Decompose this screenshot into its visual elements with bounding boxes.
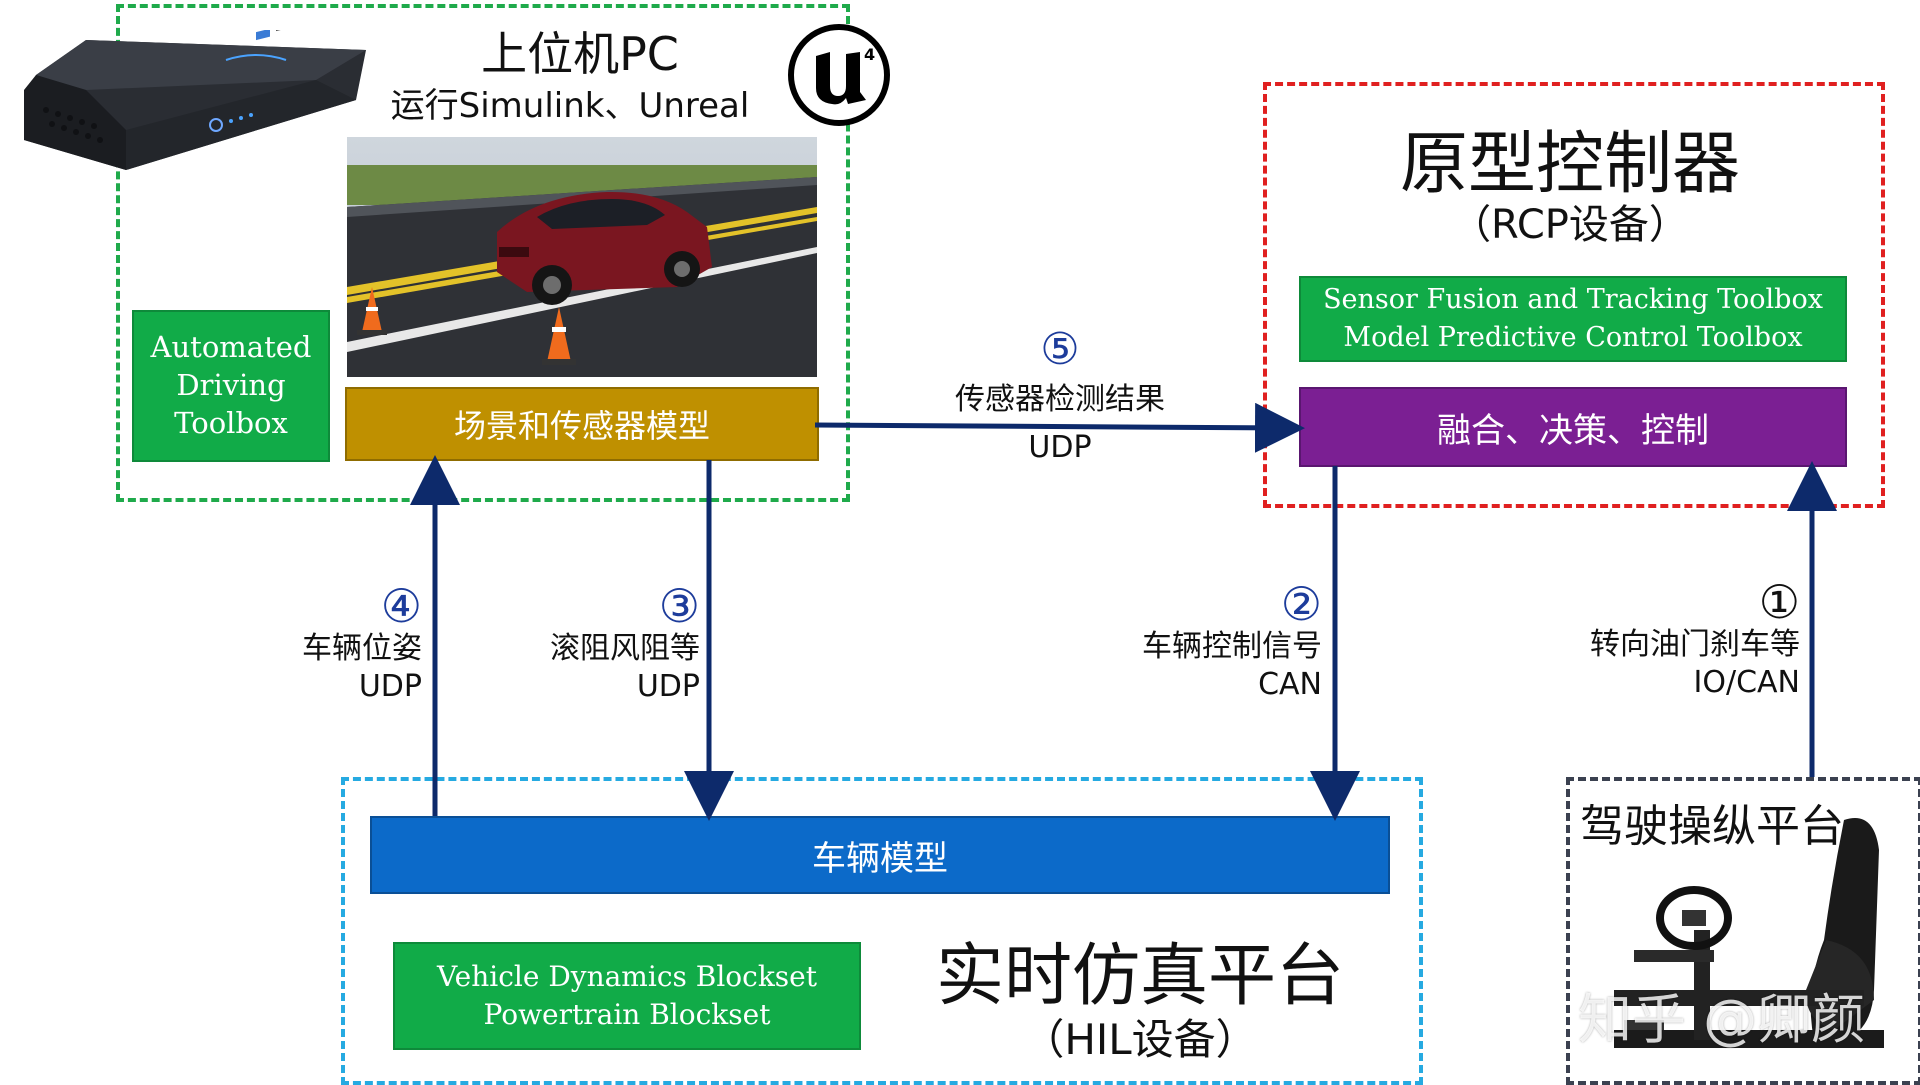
link-1-text: 转向油门刹车等 [1590, 627, 1800, 663]
link-1-number: ① [1758, 575, 1800, 629]
hil-toolbox-label: Vehicle Dynamics Blockset Powertrain Blo… [437, 960, 817, 1031]
automated-driving-toolbox-box: Automated Driving Toolbox [132, 310, 330, 462]
watermark-text: 知乎 @卿颜 [1578, 988, 1866, 1051]
rcp-toolbox-label: Sensor Fusion and Tracking Toolbox Model… [1323, 284, 1823, 353]
host-pc-title: 上位机PC [481, 27, 679, 81]
svg-text:4: 4 [864, 45, 875, 64]
link-5-number: ⑤ [1040, 324, 1080, 375]
link-2-text: 车辆控制信号 [1142, 629, 1322, 665]
automated-driving-toolbox-label: Automated Driving Toolbox [150, 330, 312, 440]
driving-rig-image [1614, 818, 1884, 1048]
link-4-text: 车辆位姿 [302, 631, 422, 667]
unreal-engine-logo-icon: 4 [788, 24, 890, 126]
driving-platform-title: 驾驶操纵平台 [1580, 801, 1844, 852]
link-5-label-group: ⑤ 传感器检测结果 UDP [930, 324, 1190, 466]
link-2-protocol: CAN [1258, 666, 1322, 702]
fusion-decision-control-box: 融合、决策、控制 [1299, 387, 1847, 467]
vehicle-model-box: 车辆模型 [370, 816, 1390, 894]
driving-scene-image [347, 137, 817, 377]
rcp-frame [1263, 82, 1885, 508]
host-pc-subtitle: 运行Simulink、Unreal [390, 86, 750, 126]
link-3-protocol: UDP [636, 668, 700, 704]
link-4-label-group: ④ 车辆位姿 UDP [250, 582, 422, 705]
link-1-protocol: IO/CAN [1693, 664, 1800, 700]
scene-sensor-model-label: 场景和传感器模型 [453, 407, 710, 445]
link-3-number: ③ [658, 579, 700, 633]
rcp-subtitle: （RCP设备） [1451, 202, 1689, 248]
link-2-number: ② [1280, 577, 1322, 631]
hil-subtitle: （HIL设备） [1022, 1015, 1258, 1064]
link-1-label-group: ① 转向油门刹车等 IO/CAN [1550, 578, 1800, 701]
link-3-text: 滚阻风阻等 [550, 631, 700, 667]
hil-title: 实时仿真平台 [935, 937, 1344, 1016]
scene-sensor-model-box: 场景和传感器模型 [345, 387, 819, 461]
hil-toolbox-box: Vehicle Dynamics Blockset Powertrain Blo… [393, 942, 861, 1050]
link-5-protocol: UDP [1028, 430, 1092, 465]
mini-pc-image [24, 30, 366, 170]
rcp-toolbox-box: Sensor Fusion and Tracking Toolbox Model… [1299, 276, 1847, 362]
link-4-protocol: UDP [358, 668, 422, 704]
rcp-title: 原型控制器 [1399, 125, 1740, 204]
host-pc-frame [116, 4, 850, 502]
link-4-number: ④ [380, 579, 422, 633]
link-5-text: 传感器检测结果 [955, 382, 1165, 417]
fusion-decision-control-label: 融合、决策、控制 [1437, 410, 1709, 451]
arrow-5-sensor-results [814, 402, 1305, 453]
link-3-label-group: ③ 滚阻风阻等 UDP [500, 582, 700, 705]
vehicle-model-label: 车辆模型 [812, 838, 948, 879]
link-2-label-group: ② 车辆控制信号 CAN [1080, 580, 1322, 703]
